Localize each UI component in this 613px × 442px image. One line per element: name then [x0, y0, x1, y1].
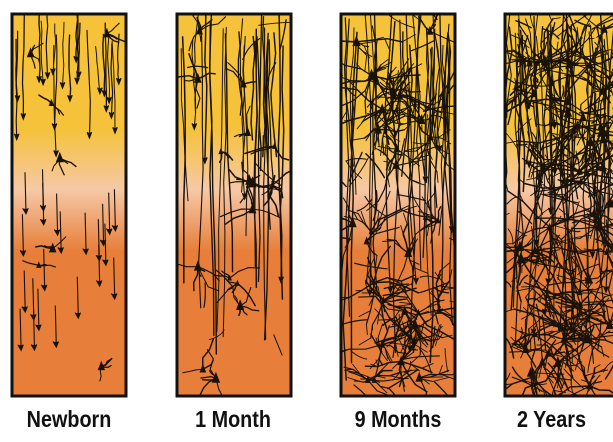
label-1-month: 1 Month — [181, 405, 286, 433]
label-2-years: 2 Years — [499, 405, 605, 433]
label-newborn: Newborn — [17, 405, 122, 433]
panel-newborn — [12, 12, 126, 397]
panel-9-months — [303, 0, 485, 406]
label-9-months: 9 Months — [346, 405, 451, 433]
panel-1-month — [165, 7, 294, 410]
panel-2-years — [454, 0, 613, 437]
